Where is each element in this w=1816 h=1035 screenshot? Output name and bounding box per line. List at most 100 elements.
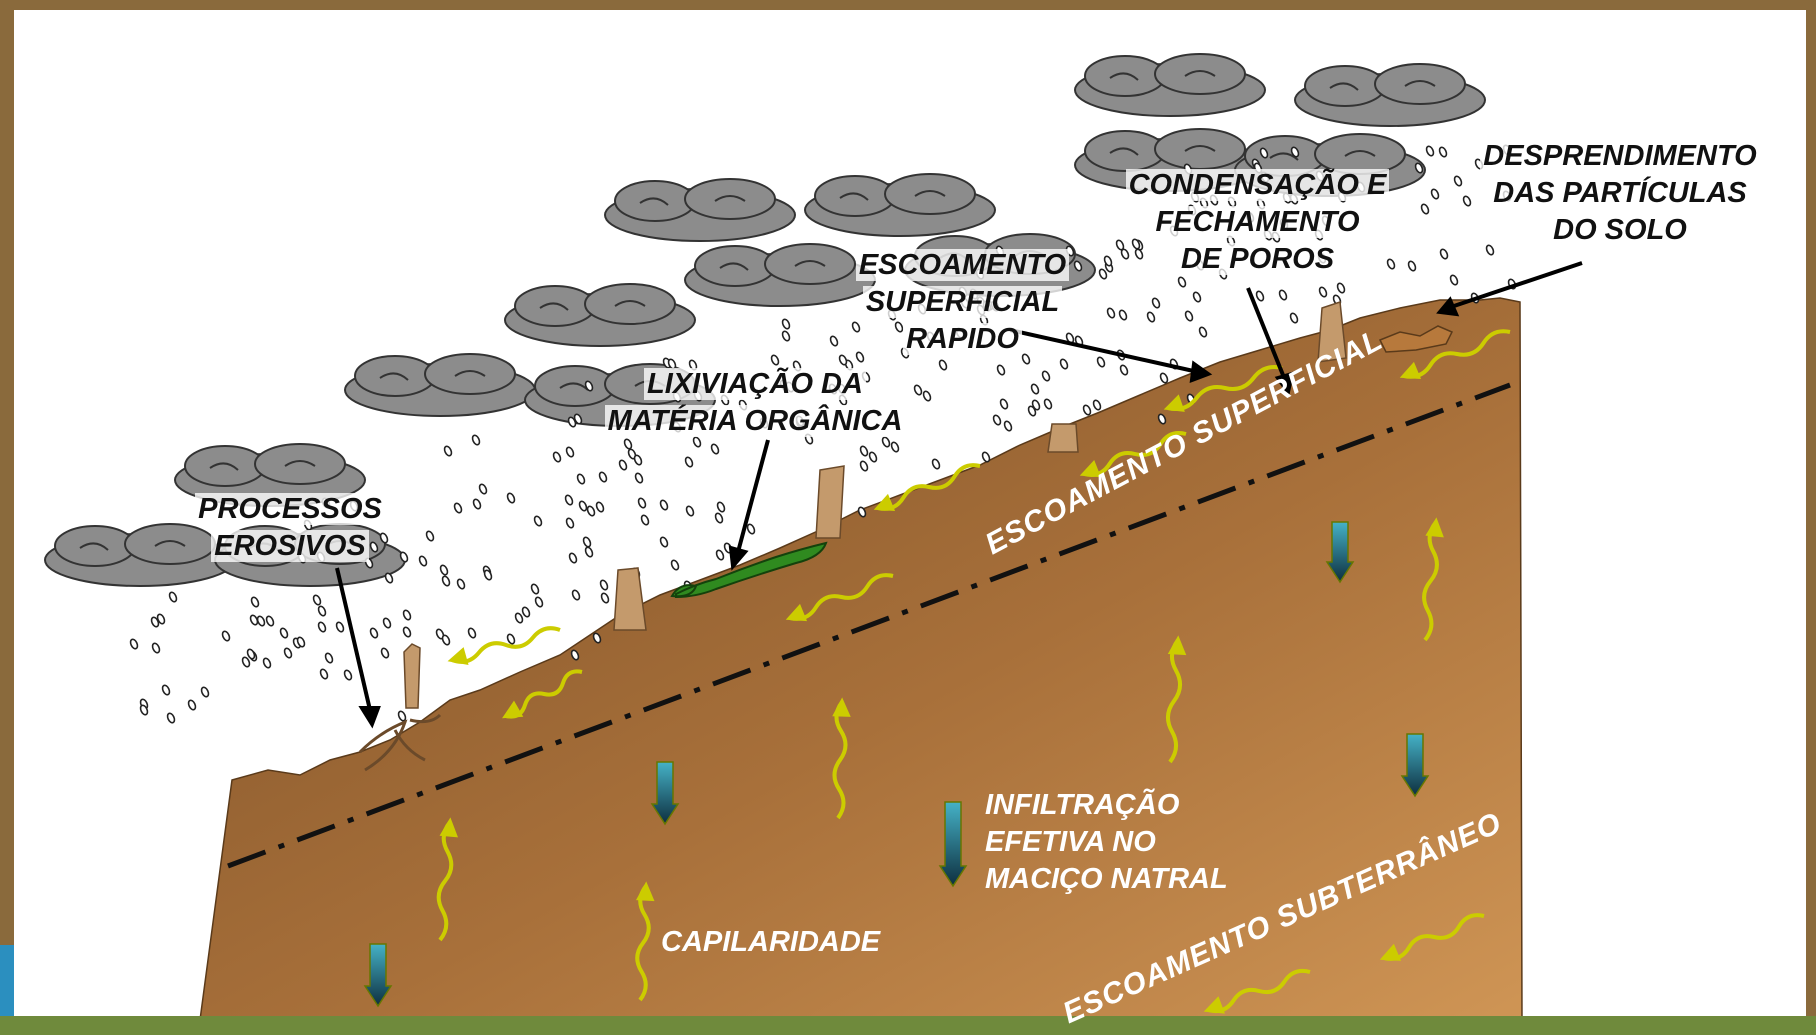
rain-drop	[714, 548, 726, 562]
rain-drop	[311, 593, 323, 607]
rain-drop	[249, 595, 261, 609]
capillary-arrow	[1422, 520, 1439, 642]
surface-flow-arrow	[1083, 431, 1187, 477]
rain-drop	[165, 711, 177, 725]
rain-drop	[585, 504, 597, 518]
rain-drop	[482, 568, 494, 582]
rain-drop	[529, 582, 541, 596]
rain-drop	[858, 459, 870, 473]
rain-drop	[1118, 363, 1130, 377]
rain-drop	[564, 445, 576, 459]
bottom-strip	[0, 1016, 1816, 1035]
rain-drop	[1002, 419, 1014, 433]
rain-drop	[633, 471, 645, 485]
rain-drop	[1288, 311, 1300, 325]
rain-drop	[477, 482, 489, 496]
rain-drop	[599, 591, 611, 605]
rain-drop	[1102, 254, 1114, 268]
label-capilaridade: CAPILARIDADE	[661, 926, 881, 958]
rain-drop	[455, 577, 467, 591]
rain-drop	[1429, 187, 1441, 201]
rain-drop	[381, 616, 393, 630]
label-desprendimento: DESPRENDIMENTO DAS PARTÍCULAS DO SOLO	[1465, 138, 1775, 249]
rain-drop	[1145, 310, 1157, 324]
surface-flow-arrow-head	[502, 700, 524, 719]
rain-drop	[713, 511, 725, 525]
rain-drop	[379, 646, 391, 660]
rain-drop	[715, 500, 727, 514]
label-infiltracao: INFILTRAÇÃO EFETIVA NO MACIÇO NATRAL	[985, 789, 1228, 895]
rain-drop	[577, 499, 589, 513]
infiltration-arrow	[650, 761, 680, 826]
capillary-arrow-head	[1425, 517, 1444, 538]
rain-drop	[780, 317, 792, 331]
rain-drop	[1029, 382, 1041, 396]
rain-drop	[1191, 290, 1203, 304]
rain-drop	[998, 397, 1010, 411]
capillary-arrow	[832, 700, 848, 820]
rain-drop	[255, 614, 267, 628]
rain-drop	[401, 625, 413, 639]
rain-drop	[1406, 259, 1418, 273]
cloud-6	[604, 178, 796, 242]
capillary-arrow	[436, 820, 454, 942]
rain-drop	[991, 413, 1003, 427]
rain-drop	[617, 458, 629, 472]
rain-drop	[417, 554, 429, 568]
cloud-10	[344, 353, 536, 417]
rain-drop	[1081, 403, 1093, 417]
rain-drop	[220, 629, 232, 643]
subsurface-flow-arrow	[1383, 913, 1485, 961]
subsurface-flow-arrow-head	[1203, 996, 1225, 1014]
rain-drop	[1424, 144, 1436, 158]
subsurface-flow-arrow	[1207, 968, 1311, 1014]
rain-drop	[471, 497, 483, 511]
rain-drop	[867, 450, 879, 464]
rain-drop	[278, 626, 290, 640]
rain-drop	[889, 440, 901, 454]
vegetation-patch	[670, 541, 828, 599]
stump-1	[403, 643, 421, 709]
label-lixiviacao: LIXIVIAÇÃO DA MATÉRIA ORGÂNICA	[590, 366, 920, 440]
surface-flow-arrow	[451, 626, 561, 664]
pointer-desprendimento-head	[1436, 296, 1460, 317]
infiltration-arrow	[938, 801, 968, 888]
infiltration-arrow	[1325, 521, 1355, 584]
cloud-5	[804, 173, 996, 237]
rain-drop	[264, 614, 276, 628]
rain-drop	[440, 574, 452, 588]
capillary-arrow-head	[439, 817, 459, 838]
infiltration-arrow	[363, 943, 393, 1008]
rain-drop	[128, 637, 140, 651]
rain-drop	[684, 504, 696, 518]
rain-drop	[513, 611, 525, 625]
rain-drop	[683, 455, 695, 469]
rain-drop	[438, 563, 450, 577]
surface-flow-arrow-head	[1399, 361, 1422, 379]
rain-drop	[424, 529, 436, 543]
rain-drop	[1150, 296, 1162, 310]
corner-accent	[0, 945, 14, 1020]
pointer-condensacao-head	[1274, 371, 1295, 397]
rain-drop	[636, 496, 648, 510]
label-processos-erosivos: PROCESSOS EROSIVOS	[180, 491, 400, 565]
rain-drop	[1158, 371, 1170, 385]
rain-drop	[1317, 285, 1329, 299]
rain-drop	[442, 444, 454, 458]
pointer-processos	[335, 567, 372, 711]
rain-drop	[1452, 174, 1464, 188]
surface-flow-arrow	[877, 463, 981, 511]
surface-flow-arrow	[1403, 329, 1511, 379]
rain-drop	[930, 457, 942, 471]
rain-drop	[780, 329, 792, 343]
rain-drop	[316, 604, 328, 618]
pointer-condensacao	[1246, 287, 1287, 381]
rain-drop	[980, 450, 992, 464]
stump-2	[613, 567, 647, 631]
rain-drop	[937, 358, 949, 372]
pointer-lixiviacao	[736, 439, 770, 553]
rain-drop	[564, 516, 576, 530]
rain-drop	[1183, 309, 1195, 323]
